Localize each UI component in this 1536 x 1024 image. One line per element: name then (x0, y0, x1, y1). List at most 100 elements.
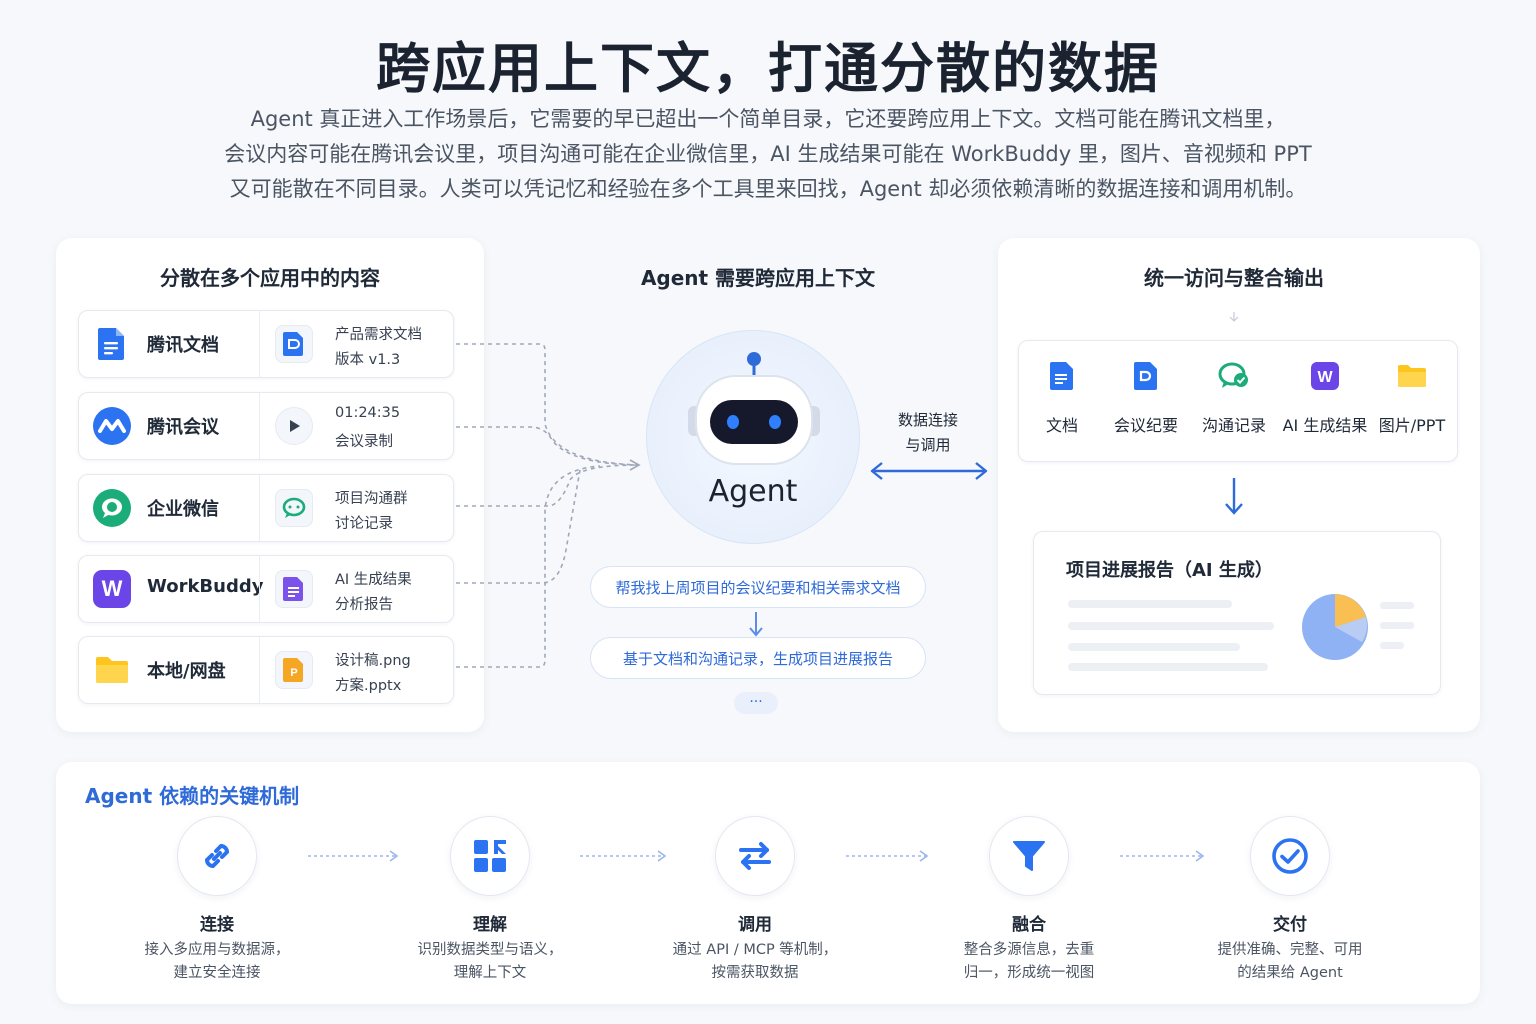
mechanism-arrows (308, 850, 1205, 862)
step-desc: 按需获取数据 (711, 965, 799, 981)
right-panel-title: 统一访问与整合输出 (1144, 266, 1324, 290)
query-pill-1[interactable]: 帮我找上周项目的会议纪要和相关需求文档 (590, 566, 926, 608)
report-text-placeholder (1068, 600, 1232, 608)
step-desc: 理解上下文 (453, 965, 527, 981)
output-images-ppt[interactable]: 图片/PPT (1366, 360, 1458, 436)
mechanism-step-deliver: 交付 提供准确、完整、可用 的结果给 Agent (1180, 816, 1400, 985)
app-name: 企业微信 (147, 499, 219, 520)
more-pill[interactable]: ··· (734, 692, 778, 714)
meeting-notes-icon (1130, 360, 1162, 392)
app-card-workbuddy[interactable]: W WorkBuddy AI 生成结果 分析报告 (78, 555, 454, 623)
recording-duration: 01:24:35 (335, 405, 401, 421)
query-pill-2[interactable]: 基于文档和沟通记录，生成项目进展报告 (590, 637, 926, 679)
step-name: 融合 (1012, 915, 1046, 935)
report-text-placeholder (1068, 663, 1268, 671)
pptx-file-icon: P (275, 651, 313, 689)
mechanism-step-fuse: 融合 整合多源信息，去重 归一，形成统一视图 (919, 816, 1139, 985)
link-label-line: 数据连接 (897, 411, 958, 429)
check-circle-icon (1250, 816, 1330, 896)
wecom-icon (93, 489, 131, 527)
play-icon (275, 407, 313, 445)
output-label: 图片/PPT (1378, 416, 1446, 435)
app-name: 腾讯文档 (147, 335, 219, 356)
file-name: 产品需求文档 (335, 327, 422, 343)
file-name: AI 生成结果 (335, 572, 412, 588)
output-label: 会议纪要 (1113, 416, 1178, 435)
folder-icon (1396, 360, 1428, 392)
app-card-local-drive[interactable]: 本地/网盘 P 设计稿.png 方案.pptx (78, 636, 454, 704)
step-desc: 的结果给 Agent (1237, 965, 1343, 981)
step-desc: 建立安全连接 (173, 965, 261, 981)
mechanism-step-understand: 理解 识别数据类型与语义， 理解上下文 (380, 816, 600, 985)
link-label: 数据连接 与调用 (872, 408, 984, 458)
swap-icon (715, 816, 795, 896)
svg-text:P: P (290, 667, 297, 679)
file-detail: 会议录制 (335, 434, 393, 450)
workbuddy-icon: W (93, 570, 131, 608)
output-ai-result[interactable]: W AI 生成结果 (1279, 360, 1371, 436)
step-desc: 接入多应用与数据源， (144, 942, 290, 958)
file-detail: 版本 v1.3 (335, 352, 401, 368)
file-name: 项目沟通群 (335, 491, 408, 507)
step-name: 连接 (200, 915, 234, 935)
app-name: WorkBuddy (147, 576, 264, 597)
step-desc: 提供准确、完整、可用 (1217, 942, 1363, 958)
mechanism-step-invoke: 调用 通过 API / MCP 等机制， 按需获取数据 (645, 816, 865, 985)
step-desc: 通过 API / MCP 等机制， (672, 942, 838, 958)
report-title: 项目进展报告（AI 生成） (1066, 560, 1273, 581)
file-name: 设计稿.png (335, 653, 411, 669)
legend-placeholder (1380, 602, 1414, 609)
step-desc: 整合多源信息，去重 (963, 942, 1095, 958)
report-text-placeholder (1068, 643, 1240, 651)
folder-icon (93, 651, 131, 689)
tencent-meeting-icon (93, 407, 131, 445)
report-text-placeholder (1068, 622, 1274, 630)
output-doc[interactable]: 文档 (1016, 360, 1108, 436)
description-line: 又可能散在不同目录。人类可以凭记忆和经验在多个工具里来回找，Agent 却必须依… (229, 177, 1307, 201)
agent-robot-icon (688, 352, 820, 465)
agent-label: Agent (708, 474, 798, 509)
report-pie-chart (1302, 594, 1368, 660)
legend-placeholder (1380, 622, 1414, 629)
step-desc: 归一，形成统一视图 (963, 965, 1095, 981)
app-name: 腾讯会议 (147, 417, 219, 438)
link-icon (177, 816, 257, 896)
output-chat-record[interactable]: 沟通记录 (1188, 360, 1280, 436)
description-line: Agent 真正进入工作场景后，它需要的早已超出一个简单目录，它还要跨应用上下文… (250, 107, 1286, 131)
workbuddy-w-icon: W (1309, 360, 1341, 392)
chat-icon (275, 489, 313, 527)
step-desc: 识别数据类型与语义， (417, 942, 563, 958)
grid-icon (450, 816, 530, 896)
center-title: Agent 需要跨应用上下文 (640, 266, 876, 290)
file-detail: 分析报告 (335, 597, 393, 613)
svg-text:W: W (1317, 369, 1333, 386)
step-name: 理解 (473, 915, 507, 935)
legend-placeholder (1380, 642, 1404, 649)
description-line: 会议内容可能在腾讯会议里，项目沟通可能在企业微信里，AI 生成结果可能在 Wor… (224, 142, 1312, 166)
report-file-icon (275, 570, 313, 608)
integrated-sources-card (1018, 340, 1458, 462)
output-label: 沟通记录 (1201, 416, 1266, 435)
left-panel-title: 分散在多个应用中的内容 (160, 266, 380, 290)
output-label: AI 生成结果 (1282, 416, 1368, 435)
mechanism-title: Agent 依赖的关键机制 (85, 784, 300, 808)
step-name: 交付 (1273, 915, 1307, 935)
doc-file-icon (275, 325, 313, 363)
app-card-tencent-docs[interactable]: 腾讯文档 产品需求文档 版本 v1.3 (78, 310, 454, 378)
step-name: 调用 (738, 915, 772, 935)
file-detail: 讨论记录 (335, 516, 393, 532)
page-description: Agent 真正进入工作场景后，它需要的早已超出一个简单目录，它还要跨应用上下文… (130, 102, 1406, 207)
app-card-wecom[interactable]: 企业微信 项目沟通群 讨论记录 (78, 474, 454, 542)
mechanism-step-connect: 连接 接入多应用与数据源， 建立安全连接 (107, 816, 327, 985)
output-label: 文档 (1045, 416, 1078, 435)
output-meeting-notes[interactable]: 会议纪要 (1100, 360, 1192, 436)
page-title: 跨应用上下文，打通分散的数据 (376, 37, 1160, 100)
app-name: 本地/网盘 (147, 661, 226, 682)
file-name: 方案.pptx (335, 678, 402, 694)
tencent-docs-icon (93, 325, 131, 363)
doc-icon (1046, 360, 1078, 392)
link-label-line: 与调用 (905, 436, 951, 454)
app-card-tencent-meeting[interactable]: 腾讯会议 01:24:35 会议录制 (78, 392, 454, 460)
funnel-icon (989, 816, 1069, 896)
